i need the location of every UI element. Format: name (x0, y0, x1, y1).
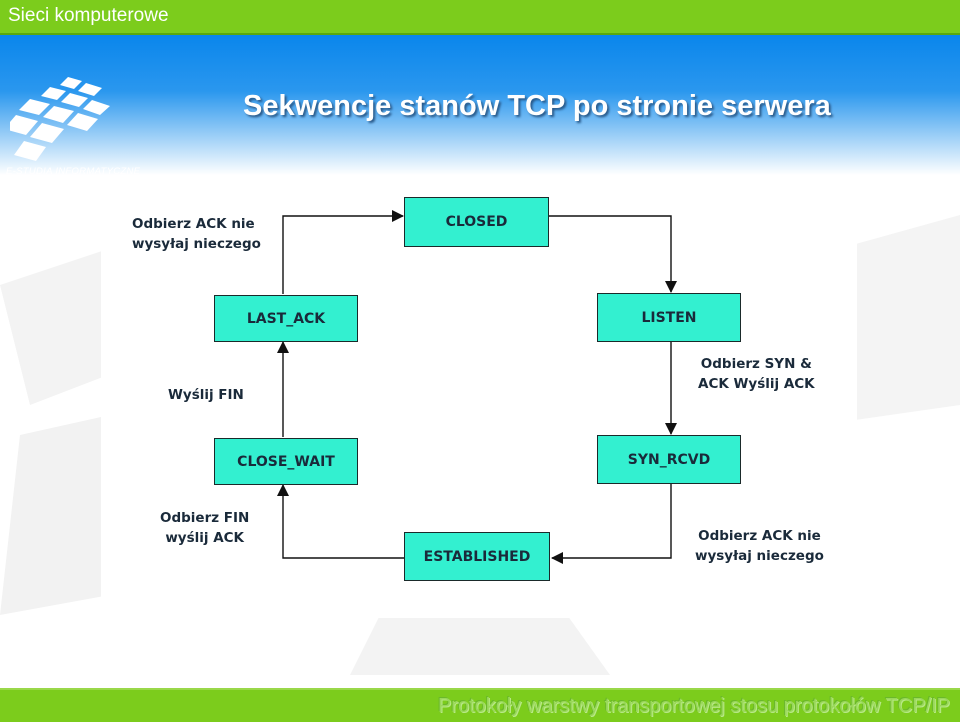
arrow-syn-rcvd-to-established (551, 484, 672, 564)
state-listen: LISTEN (597, 293, 741, 342)
state-established: ESTABLISHED (404, 532, 550, 581)
arrow-closed-to-listen (549, 215, 677, 293)
arrow-last-ack-to-closed (282, 210, 404, 294)
note-close-wait-to-last-ack: Wyślij FIN (168, 387, 244, 403)
state-syn-rcvd: SYN_RCVD (597, 435, 741, 484)
state-closed: CLOSED (404, 197, 549, 247)
arrow-established-to-close-wait (277, 484, 404, 559)
state-close-wait: CLOSE_WAIT (214, 438, 358, 485)
top-bar: Sieci komputerowe (0, 0, 960, 35)
footer-text: Protokoły warstwy transportowej stosu pr… (437, 695, 950, 717)
slide-title: Sekwencje stanów TCP po stronie serwera (243, 90, 831, 122)
note-established-to-close-wait: Odbierz FIN wyślij ACK (160, 510, 250, 546)
slide-header: E-STUDIA INFORMATYCZNE Sekwencje stanów … (0, 35, 960, 177)
course-name: Sieci komputerowe (8, 5, 169, 26)
diagram-connectors (277, 210, 677, 564)
state-last-ack: LAST_ACK (214, 295, 358, 342)
state-diagram: CLOSED LISTEN SYN_RCVD ESTABLISHED CLOSE… (101, 192, 857, 618)
logo-text: E-STUDIA INFORMATYCZNE (6, 166, 141, 177)
note-syn-rcvd-to-established: Odbierz ACK nie wysyłaj nieczego (695, 528, 824, 564)
logo-icon (10, 77, 110, 161)
bottom-bar: Protokoły warstwy transportowej stosu pr… (0, 688, 960, 722)
note-last-ack-to-closed: Odbierz ACK nie wysyłaj nieczego (132, 216, 261, 252)
note-listen-to-syn-rcvd: Odbierz SYN & ACK Wyślij ACK (698, 356, 815, 392)
